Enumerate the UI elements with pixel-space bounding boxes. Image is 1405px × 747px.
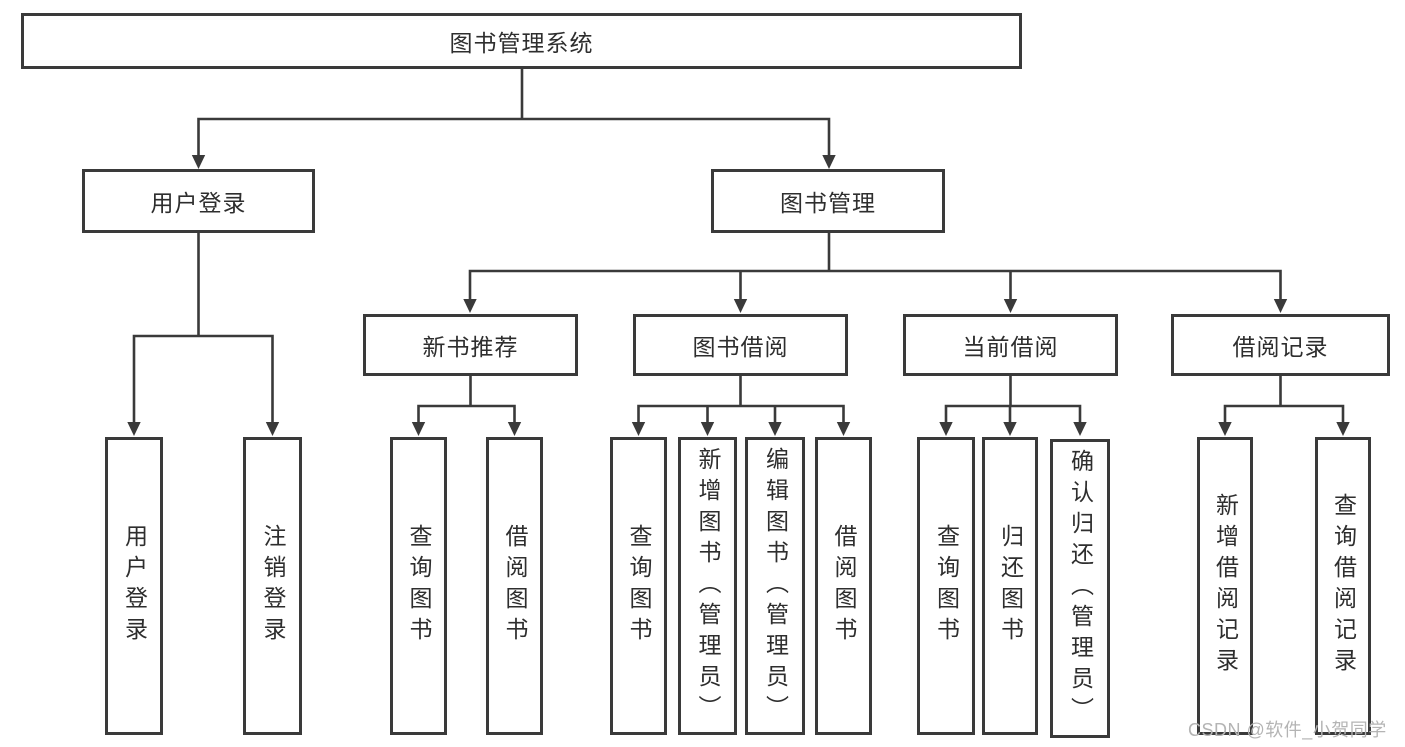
arrow-icon	[411, 422, 426, 436]
node-user-login-label: 用户登录	[150, 190, 247, 216]
arrow-icon	[1218, 422, 1232, 436]
node-borrow-records-label: 借阅记录	[1232, 334, 1329, 360]
leaf-cb-confirm-return-admin-label: 确认归还（管理员）	[1067, 449, 1094, 728]
connector-root	[197, 69, 831, 156]
leaf-user-login-label: 用户登录	[121, 524, 148, 648]
connector-borrow-records	[1223, 376, 1345, 423]
arrowheads	[127, 155, 1350, 436]
leaf-br-add-record-label: 新增借阅记录	[1212, 493, 1239, 679]
leaf-bb-edit-book-admin-label: 编辑图书（管理员）	[762, 446, 789, 726]
leaf-cb-return-book-label: 归还图书	[997, 524, 1024, 648]
arrow-icon	[822, 155, 836, 169]
node-new-book-recommend: 新书推荐	[363, 314, 578, 376]
leaf-bb-borrow-book: 借阅图书	[815, 437, 872, 735]
node-root: 图书管理系统	[21, 13, 1022, 69]
node-current-borrow: 当前借阅	[903, 314, 1118, 376]
arrow-icon	[1073, 422, 1087, 436]
leaf-br-query-record: 查询借阅记录	[1315, 437, 1371, 735]
leaf-nb-query-book-label: 查询图书	[406, 524, 432, 648]
connector-book-borrow	[637, 376, 845, 423]
arrow-icon	[1003, 299, 1018, 313]
leaf-bb-borrow-book-label: 借阅图书	[831, 524, 857, 648]
connector-book-management	[468, 233, 1282, 301]
leaf-user-login: 用户登录	[105, 437, 163, 735]
node-book-borrow-label: 图书借阅	[692, 334, 789, 360]
arrow-icon	[939, 422, 953, 436]
leaf-cb-query-book: 查询图书	[917, 437, 975, 735]
node-user-login: 用户登录	[82, 169, 315, 233]
arrow-icon	[836, 422, 851, 436]
node-book-management: 图书管理	[711, 169, 945, 233]
leaf-bb-query-book-label: 查询图书	[626, 524, 652, 648]
arrow-icon	[733, 299, 748, 313]
connector-current-borrow	[944, 376, 1082, 423]
leaf-nb-borrow-book: 借阅图书	[486, 437, 543, 735]
node-borrow-records: 借阅记录	[1171, 314, 1390, 376]
connector-new-book-recommend	[417, 376, 516, 423]
arrow-icon	[631, 422, 646, 436]
arrow-icon	[1003, 422, 1017, 436]
arrow-icon	[127, 422, 141, 436]
leaf-bb-add-book-admin: 新增图书（管理员）	[678, 437, 737, 735]
arrow-icon	[1336, 422, 1350, 436]
leaf-bb-add-book-admin-label: 新增图书（管理员）	[695, 446, 721, 726]
leaf-logout: 注销登录	[243, 437, 302, 735]
connector-user-login	[132, 233, 274, 423]
node-book-management-label: 图书管理	[780, 190, 876, 216]
leaf-bb-query-book: 查询图书	[610, 437, 667, 735]
leaf-nb-query-book: 查询图书	[390, 437, 447, 735]
leaf-bb-edit-book-admin: 编辑图书（管理员）	[745, 437, 805, 735]
leaf-br-add-record: 新增借阅记录	[1197, 437, 1253, 735]
leaf-br-query-record-label: 查询借阅记录	[1330, 493, 1357, 679]
arrow-icon	[463, 299, 477, 313]
arrow-icon	[700, 422, 715, 436]
arrow-icon	[1273, 299, 1288, 313]
csdn-watermark: CSDN @软件_小贺同学	[1188, 720, 1387, 740]
arrow-icon	[191, 155, 206, 169]
leaf-cb-return-book: 归还图书	[982, 437, 1038, 735]
node-root-label: 图书管理系统	[449, 30, 594, 56]
node-book-borrow: 图书借阅	[633, 314, 848, 376]
leaf-nb-borrow-book-label: 借阅图书	[502, 524, 528, 648]
arrow-icon	[507, 422, 522, 436]
node-current-borrow-label: 当前借阅	[962, 334, 1059, 360]
leaf-cb-query-book-label: 查询图书	[933, 524, 960, 648]
arrow-icon	[265, 422, 280, 436]
leaf-logout-label: 注销登录	[260, 524, 286, 648]
leaf-cb-confirm-return-admin: 确认归还（管理员）	[1050, 439, 1110, 738]
arrow-icon	[768, 422, 782, 436]
node-new-book-recommend-label: 新书推荐	[422, 334, 519, 360]
